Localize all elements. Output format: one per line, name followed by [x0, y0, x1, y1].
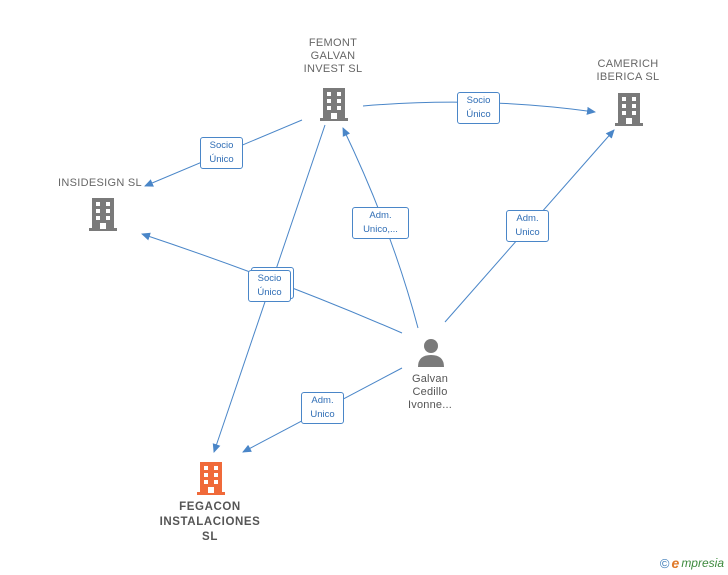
edge-label-socio-unico-stacked[interactable]: Socio Único — [248, 270, 291, 302]
node-label-galvan[interactable]: Galvan Cedillo Ivonne... — [408, 373, 452, 411]
edge-label-femont-camerich[interactable]: Socio Único — [457, 92, 500, 124]
building-icon[interactable] — [613, 91, 645, 127]
person-icon[interactable] — [415, 336, 447, 368]
edge-label-femont-insidesign[interactable]: Socio Único — [200, 137, 243, 169]
node-label-insidesign[interactable]: INSIDESIGN SL — [58, 177, 142, 189]
node-label-fegacon[interactable]: FEGACON INSTALACIONES SL — [159, 501, 261, 543]
brand-name: mpresia — [681, 556, 724, 570]
copyright-icon: © — [659, 555, 670, 571]
edge-label-galvan-femont[interactable]: Adm. Unico,... — [352, 207, 409, 239]
brand-initial: e — [671, 555, 680, 571]
node-label-camerich[interactable]: CAMERICH IBERICA SL — [596, 58, 660, 83]
building-icon[interactable] — [195, 460, 227, 496]
edge-label-galvan-fegacon[interactable]: Adm. Unico — [301, 392, 344, 424]
building-icon[interactable] — [318, 86, 350, 122]
node-label-femont[interactable]: FEMONT GALVAN INVEST SL — [303, 37, 363, 75]
edge-label-galvan-camerich[interactable]: Adm. Unico — [506, 210, 549, 242]
building-icon[interactable] — [87, 196, 119, 232]
